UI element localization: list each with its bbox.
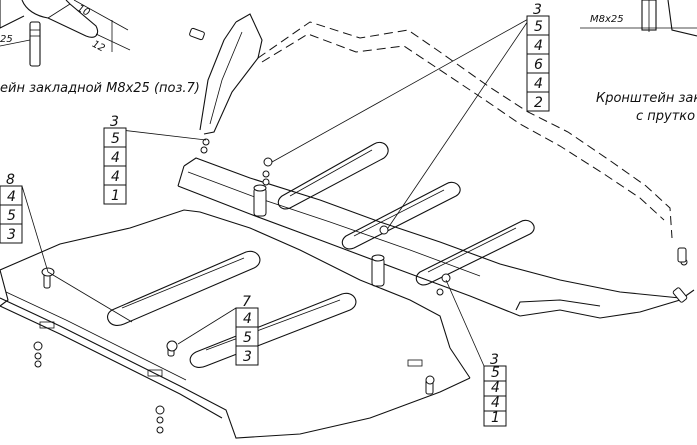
callout-cell: [235, 345, 259, 366]
callout-left-upper: 35 4 4 1: [103, 114, 127, 205]
upper-plate: [177, 13, 695, 319]
callout-middle: 74 5 3: [235, 294, 259, 366]
callout-cell-label: 3: [243, 349, 252, 365]
callout-cell-label: 4: [243, 311, 252, 327]
inset-rod-bracket: М8х25: [580, 0, 697, 37]
callout-cell-label: 3: [7, 227, 16, 243]
callout-cell-label: 4: [7, 189, 16, 205]
dim-12-label: 12: [90, 39, 106, 55]
right-bracket-caption-line2: с прутко: [636, 109, 695, 124]
callout-cell-label: 1: [491, 410, 500, 426]
callout-cell: [0, 223, 23, 244]
callout-title: 7: [242, 294, 251, 310]
callout-cell-label: 4: [534, 38, 543, 54]
callout-cell-label: 2: [534, 95, 543, 111]
callout-cell-label: 5: [243, 330, 252, 346]
callout-cell-label: 1: [111, 188, 120, 204]
callout-cell-label: 5: [111, 131, 120, 147]
leader-lines: [21, 17, 531, 367]
dim-25-label: 25: [0, 34, 13, 45]
callout-title: 3: [490, 352, 499, 368]
callout-cell-label: 4: [111, 150, 120, 166]
callout-cell-label: 4: [491, 380, 500, 396]
callout-cell-label: 4: [491, 395, 500, 411]
dim-m8x25-label: М8х25: [590, 14, 624, 25]
left-bracket-caption: ейн закладной М8х25 (поз.7): [0, 81, 200, 96]
callout-title: 3: [533, 2, 542, 18]
callout-title: 8: [6, 172, 15, 188]
callout-top-center: 35 4 6 4 2: [526, 2, 550, 112]
callout-cell-label: 4: [534, 76, 543, 92]
callout-cell: [483, 410, 507, 427]
lower-plate: [0, 209, 471, 439]
callout-cell-label: 5: [7, 208, 16, 224]
callout-cell-label: 5: [491, 365, 500, 381]
callout-title: 3: [110, 114, 119, 130]
callout-cell-label: 4: [111, 169, 120, 185]
right-bracket-caption-line1: Кронштейн зак: [596, 91, 697, 106]
callout-cell: [103, 184, 127, 205]
inset-embedded-bracket: 10 12 25: [0, 0, 131, 67]
callout-cell: [526, 91, 550, 112]
callout-left-edge: 84 5 3: [0, 172, 23, 244]
dim-10-label: 10: [75, 3, 91, 19]
callout-cell-label: 6: [534, 57, 543, 73]
callout-cell-label: 5: [534, 19, 543, 35]
